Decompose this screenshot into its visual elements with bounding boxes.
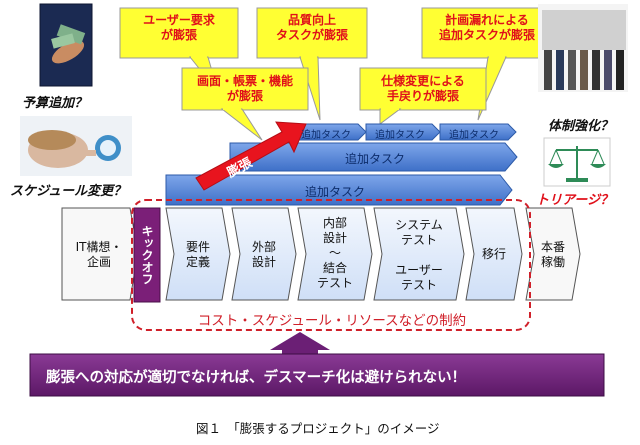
callout-quality	[256, 7, 368, 121]
phase-concept-label: IT構想・ 企画	[75, 240, 123, 269]
task-medium-label: 追加タスク	[344, 152, 405, 166]
phase-shape-migration	[465, 207, 523, 301]
phase-shape-system	[373, 207, 465, 301]
task-small-label-1: 追加タスク	[301, 130, 351, 141]
phase-kickoff-label: キックオフ	[140, 225, 154, 285]
phase-internal-label: 内部 設計 ～ 結合 テスト	[316, 216, 353, 290]
bubble-screens-text: 画面・帳票・機能 が膨張	[196, 74, 293, 103]
task-large-label: 追加タスク	[304, 185, 365, 199]
bubble-quality-text: 品質向上 タスクが膨張	[275, 13, 348, 42]
bubble-spec-change-text: 仕様変更による 手戻りが膨張	[381, 74, 465, 103]
phase-shape-kickoff	[133, 207, 161, 303]
alarm-clock-photo	[20, 116, 132, 176]
staffing-label: 体制強化？	[548, 119, 614, 134]
triage-label: トリアージ？	[536, 193, 613, 208]
phase-shape-external	[231, 207, 297, 301]
figure-caption: 図１ 「膨張するプロジェクト」のイメージ	[196, 421, 440, 436]
phase-system-label: システム テスト ユーザー テスト	[395, 218, 443, 292]
task-arrow-small-3	[439, 123, 517, 141]
bubble-user-request-text: ユーザー要求 が膨張	[143, 13, 215, 42]
bubble-leak-text: 計画漏れによる 追加タスクが膨張	[438, 13, 535, 42]
banner-box	[29, 353, 605, 397]
money-photo	[39, 3, 93, 87]
task-arrow-small-2	[365, 123, 441, 141]
schedule-label: スケジュール変更？	[10, 184, 127, 199]
banner-text: 膨張への対応が適切でなければ、デスマーチ化は避けられない！	[46, 370, 467, 386]
phase-migration-label: 移行	[481, 247, 506, 261]
phase-shape-internal	[297, 207, 373, 301]
phase-production-label: 本番 稼働	[540, 240, 565, 269]
phase-external-label: 外部 設計	[251, 240, 276, 269]
callout-spec-change	[359, 67, 487, 125]
callout-screens	[181, 67, 309, 141]
task-small-label-2: 追加タスク	[375, 130, 425, 141]
expansion-arrow	[195, 121, 307, 191]
constraint-frame	[131, 199, 531, 331]
upward-arrow	[270, 332, 330, 354]
phase-shape-requirements	[165, 207, 231, 301]
phase-shape-production	[525, 207, 581, 301]
phase-requirements-label: 要件 定義	[185, 240, 210, 269]
people-photo	[538, 4, 628, 92]
scales-icon	[543, 137, 611, 187]
constraint-label: コスト・スケジュール・リソースなどの制約	[197, 313, 467, 329]
budget-label: 予算追加？	[22, 96, 88, 111]
task-small-label-3: 追加タスク	[449, 130, 499, 141]
